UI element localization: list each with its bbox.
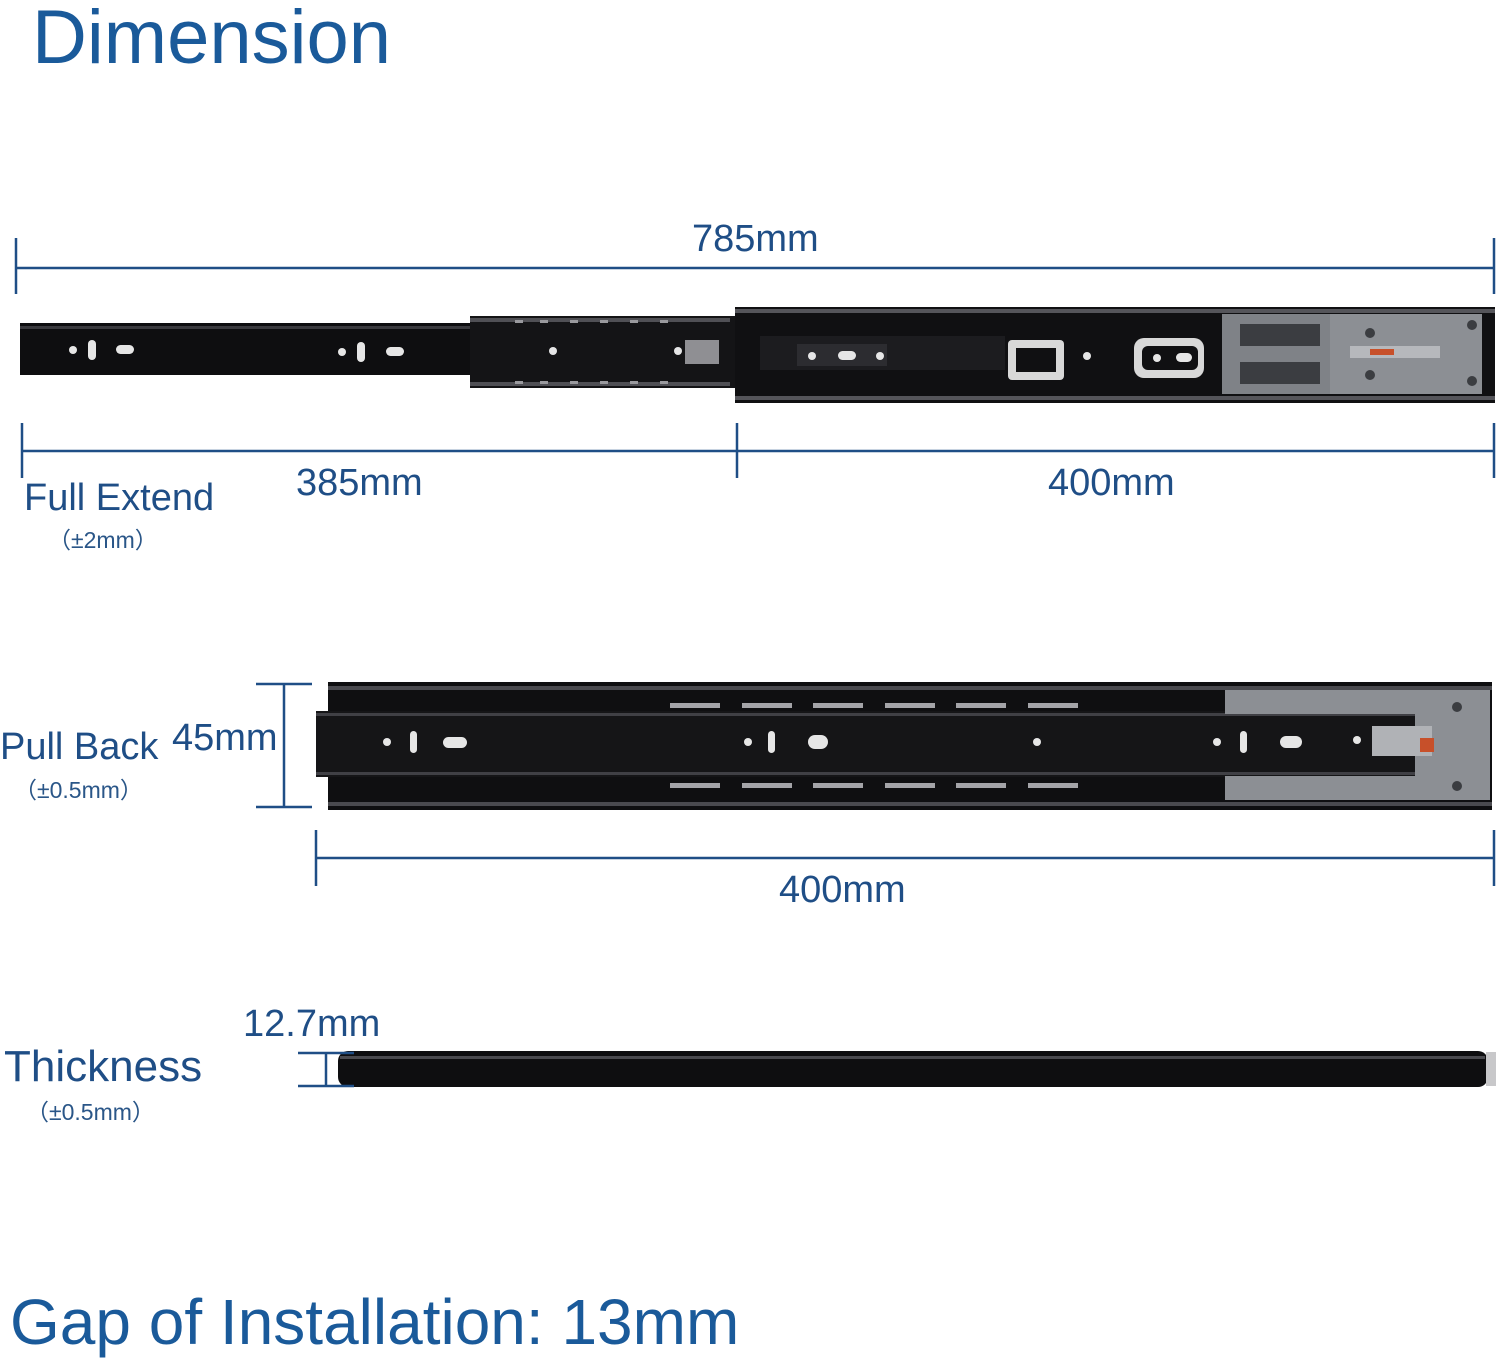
slide-pull-back (316, 682, 1492, 810)
installation-gap-text: Gap of Installation: 13mm (10, 1286, 740, 1358)
pull-back-length-dimension-line (314, 830, 1496, 886)
full-extend-split-dimension-lines (20, 423, 1496, 478)
pull-back-height: 45mm (172, 717, 278, 759)
pull-back-length: 400mm (779, 869, 906, 911)
thickness-value: 12.7mm (243, 1003, 381, 1045)
thickness-dimension-line (298, 1051, 354, 1088)
thickness-label: Thickness (4, 1042, 203, 1091)
pull-back-label: Pull Back (0, 726, 159, 768)
pull-back-tolerance: （±0.5mm） (14, 777, 143, 803)
full-extend-part-a-length: 385mm (296, 462, 423, 504)
thickness-tolerance: （±0.5mm） (26, 1099, 155, 1125)
full-extend-part-b-length: 400mm (1048, 462, 1175, 504)
full-extend-tolerance: （±2mm） (48, 527, 158, 553)
full-extend-total-length: 785mm (692, 218, 819, 260)
full-extend-label: Full Extend (24, 477, 215, 519)
slide-full-extend (20, 307, 1495, 403)
slide-side-view (338, 1051, 1496, 1087)
pull-back-height-dimension-line (256, 682, 312, 809)
full-extend-total-dimension-line (14, 238, 1496, 294)
page-title: Dimension (32, 0, 392, 80)
